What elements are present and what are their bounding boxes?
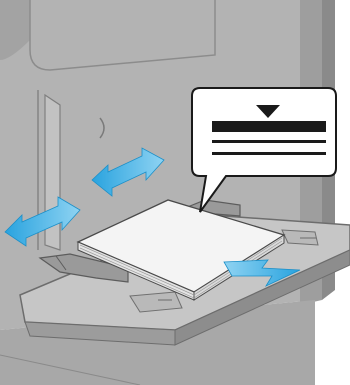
paper-line: [212, 152, 326, 155]
limit-line: [212, 121, 326, 132]
paper-line: [212, 140, 326, 143]
